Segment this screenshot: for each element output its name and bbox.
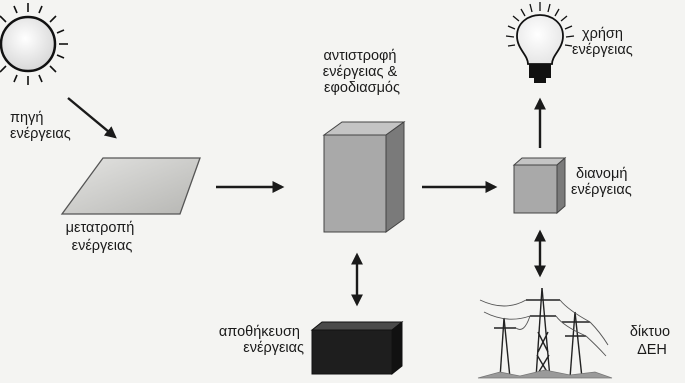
conversion-label: μετατροπή ενέργειας	[66, 220, 139, 254]
usage-label: χρήση ενέργειας	[572, 26, 633, 58]
power-pylon-icon	[478, 288, 612, 378]
storage-label: αποθήκευση ενέργειας	[219, 324, 304, 356]
distribution-label: διανομή ενέργειας	[571, 166, 632, 198]
battery-box-icon	[312, 322, 402, 374]
sun-to-panel-arrow	[68, 98, 115, 137]
light-bulb-icon	[506, 2, 574, 83]
source-label: πηγή ενέργειας	[10, 110, 71, 142]
distribution-box-icon	[514, 158, 565, 213]
inversion-label: αντιστροφή ενέργειας & εφοδιασμός	[323, 48, 401, 96]
sun-icon	[0, 3, 68, 85]
inverter-box-icon	[324, 122, 404, 232]
solar-panel-icon	[62, 158, 200, 214]
grid-label: δίκτυο ΔΕΗ	[630, 324, 674, 358]
